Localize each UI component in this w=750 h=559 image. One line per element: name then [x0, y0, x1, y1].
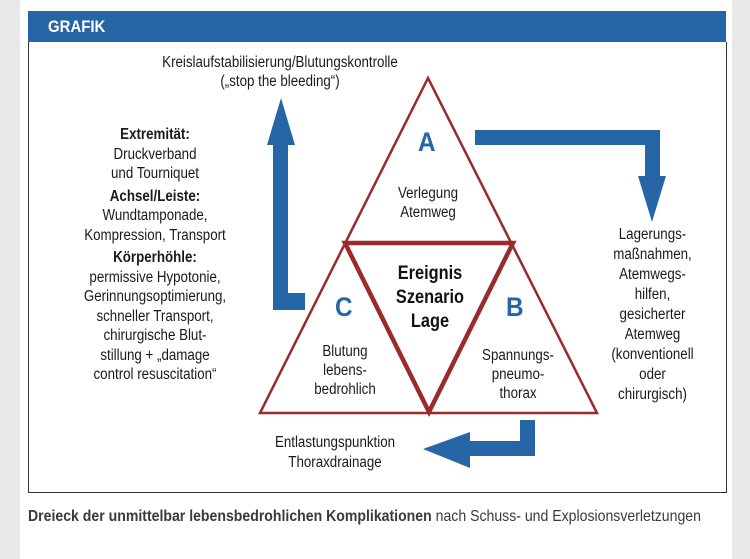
center-label: Ereignis Szenario Lage: [378, 262, 481, 334]
bottom-label: Entlastungspunktion Thoraxdrainage: [258, 433, 413, 473]
left-line: Wundtamponade,: [102, 207, 208, 224]
caption-bold: Dreieck der unmittelbar lebensbedrohlich…: [28, 508, 432, 525]
label-c-line2: lebens-: [323, 362, 367, 379]
right-line: (konventionell: [611, 346, 694, 363]
label-b: Spannungs- pneumo- thorax: [466, 346, 569, 403]
right-text: Lagerungs- maßnahmen, Atemwegs- hilfen, …: [599, 225, 707, 405]
arrow-down-left: [423, 420, 535, 468]
label-b-line1: Spannungs-: [482, 347, 554, 364]
left-text: Extremität: Druckverband und Tourniquet …: [56, 125, 254, 385]
top-label: Kreislaufstabilisierung/Blutungskontroll…: [134, 53, 426, 91]
left-line: und Tourniquet: [111, 165, 199, 182]
right-line: gesicherter: [619, 306, 686, 323]
arrow-up-left: [267, 98, 305, 310]
left-heading-axilla: Achsel/Leiste:: [109, 187, 201, 205]
top-label-line2: („stop the bleeding“): [220, 73, 340, 90]
left-line: chirurgische Blut-: [103, 327, 207, 344]
right-line: maßnahmen,: [613, 246, 692, 263]
figure-caption: Dreieck der unmittelbar lebensbedrohlich…: [28, 506, 714, 528]
label-c-line1: Blutung: [322, 343, 368, 360]
left-line: schneller Transport,: [96, 307, 214, 325]
label-b-line2: pneumo-: [491, 366, 545, 383]
label-c-line3: bedrohlich: [314, 381, 376, 398]
right-line: Lagerungs-: [618, 226, 687, 243]
bottom-label-line2: Thoraxdrainage: [288, 454, 382, 471]
left-heading-body-cavity: Körperhöhle:: [113, 249, 197, 266]
left-heading-extremity: Extremität:: [120, 126, 190, 143]
graphic-frame: [28, 42, 727, 493]
label-b-line3: thorax: [499, 385, 537, 402]
header-title: GRAFIK: [48, 17, 106, 36]
caption-rest: nach Schuss- und Explosionsverletzungen: [431, 508, 701, 525]
label-a-line2: Atemweg: [400, 204, 456, 221]
center-line3: Lage: [410, 311, 450, 332]
right-line: chirurgisch): [618, 386, 687, 403]
center-line1: Ereignis: [397, 263, 463, 284]
label-c: Blutung lebens- bedrohlich: [298, 342, 393, 399]
label-a-line1: Verlegung: [397, 185, 459, 202]
right-line: Atemwegs-: [619, 266, 686, 283]
left-line: stillung + „damage: [100, 346, 210, 364]
right-line: Atemweg: [624, 326, 681, 343]
arrow-right-down: [475, 130, 666, 222]
inner-triangle: [341, 240, 517, 418]
graphic-header: GRAFIK: [28, 11, 726, 42]
letter-c: C: [334, 292, 353, 322]
label-a: Verlegung Atemweg: [376, 184, 479, 222]
right-line: hilfen,: [634, 286, 671, 303]
right-line: oder: [639, 366, 666, 383]
letter-a: A: [417, 127, 436, 157]
left-line: permissive Hypotonie,: [89, 268, 221, 286]
left-line: control resuscitation“: [93, 366, 217, 383]
letter-b: B: [505, 292, 524, 322]
top-label-line1: Kreislaufstabilisierung/Blutungskontroll…: [162, 54, 398, 71]
page-background: [20, 0, 732, 559]
left-line: Gerinnungsoptimierung,: [83, 288, 227, 305]
left-line: Druckverband: [113, 145, 197, 163]
center-line2: Szenario: [395, 287, 465, 308]
bottom-label-line1: Entlastungspunktion: [274, 434, 396, 451]
left-line: Kompression, Transport: [84, 226, 226, 244]
